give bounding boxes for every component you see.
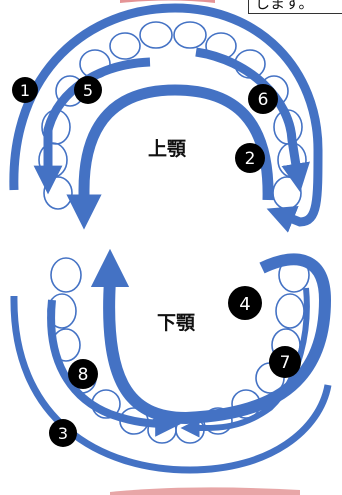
tooth (140, 22, 172, 48)
arrow-4 (109, 259, 325, 418)
tooth (174, 22, 206, 48)
step-marker-2-label: 2 (245, 149, 256, 169)
step-marker-6-label: 6 (258, 90, 269, 110)
step-marker-4-label: 4 (239, 294, 250, 315)
step-marker-1-label: 1 (20, 81, 30, 100)
lower-jaw-label: 下顎 (157, 308, 195, 335)
tooth (39, 143, 67, 177)
tooth (110, 33, 140, 59)
tooth (51, 258, 81, 292)
tooth (44, 177, 72, 209)
tooth (273, 177, 301, 209)
tooth (276, 294, 304, 328)
step-marker-3-label: 3 (58, 424, 68, 443)
upper-jaw-label: 上顎 (148, 134, 186, 161)
lip-edge-bottom (110, 487, 300, 495)
step-marker-7-label: 7 (280, 353, 291, 373)
step-marker-5-label: 5 (83, 81, 93, 100)
lip-edge-top (120, 0, 215, 3)
step-marker-8-label: 8 (78, 365, 89, 385)
